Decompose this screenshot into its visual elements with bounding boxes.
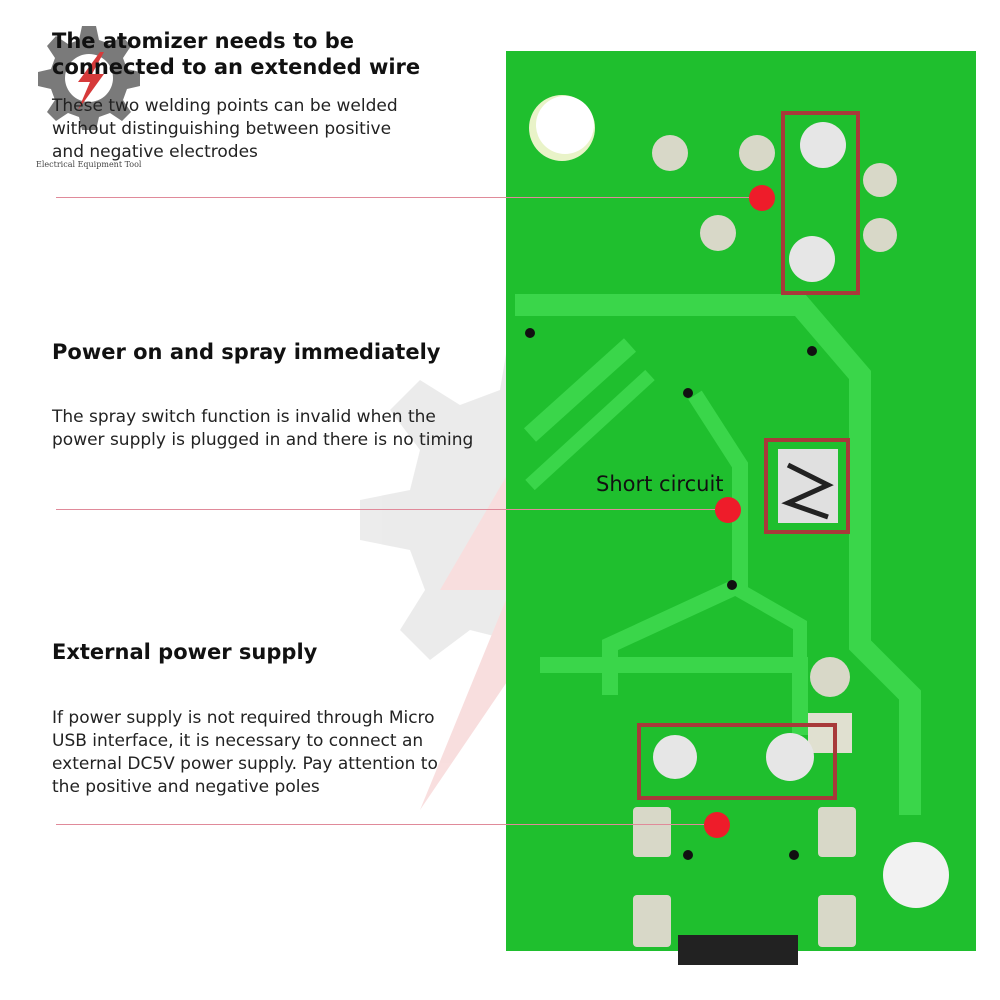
solder-pad [739,135,775,171]
callout-1-body-line: These two welding points can be welded [52,96,398,116]
highlight-box-short [764,438,850,534]
callout-1-heading-line: connected to an extended wire [52,55,421,79]
callout-2-pointer-line [56,509,728,510]
callout-2-heading-line: Power on and spray immediately [52,340,441,364]
solder-pad [652,135,688,171]
callout-3-body-line: USB interface, it is necessary to connec… [52,731,424,751]
brand-logo: Electrical Equipment Tool [34,18,154,169]
solder-pad [863,218,897,252]
callout-2-heading: Power on and spray immediately [52,339,440,365]
highlight-box-power [637,723,837,800]
callout-3-body-line: If power supply is not required through … [52,708,435,728]
logo-caption: Electrical Equipment Tool [36,160,142,169]
atomizer-pad [789,236,835,282]
solder-pad [863,163,897,197]
callout-1-pointer-line [56,197,762,198]
callout-1-body-line: and negative electrodes [52,142,258,162]
callout-3-body-line: the positive and negative poles [52,777,320,797]
short-circuit-label: Short circuit [596,472,724,496]
callout-1-body-line: without distinguishing between positive [52,119,392,139]
callout-3-heading: External power supply [52,639,317,665]
callout-2-body-line: power supply is plugged in and there is … [52,430,474,450]
callout-3-body: If power supply is not required through … [52,707,438,799]
callout-2-body: The spray switch function is invalid whe… [52,406,473,452]
callout-3-pointer-line [56,824,716,825]
callout-1-heading-line: The atomizer needs to be [52,29,355,53]
callout-3-heading-line: External power supply [52,640,318,664]
power-pad [653,735,697,779]
atomizer-pad [800,122,846,168]
callout-2-marker-dot [715,497,741,523]
callout-2-body-line: The spray switch function is invalid whe… [52,407,436,427]
callout-3-marker-dot [704,812,730,838]
callout-1-body: These two welding points can be welded w… [52,95,398,164]
highlight-box-atomizer [781,111,860,295]
gear-lightning-logo-icon [38,26,140,130]
callout-1-marker-dot [749,185,775,211]
callout-1-heading: The atomizer needs to be connected to an… [52,28,420,80]
pcb-board [506,51,976,965]
power-pad [766,733,814,781]
solder-pad [700,215,736,251]
mounting-hole [883,842,949,908]
callout-3-body-line: external DC5V power supply. Pay attentio… [52,754,438,774]
